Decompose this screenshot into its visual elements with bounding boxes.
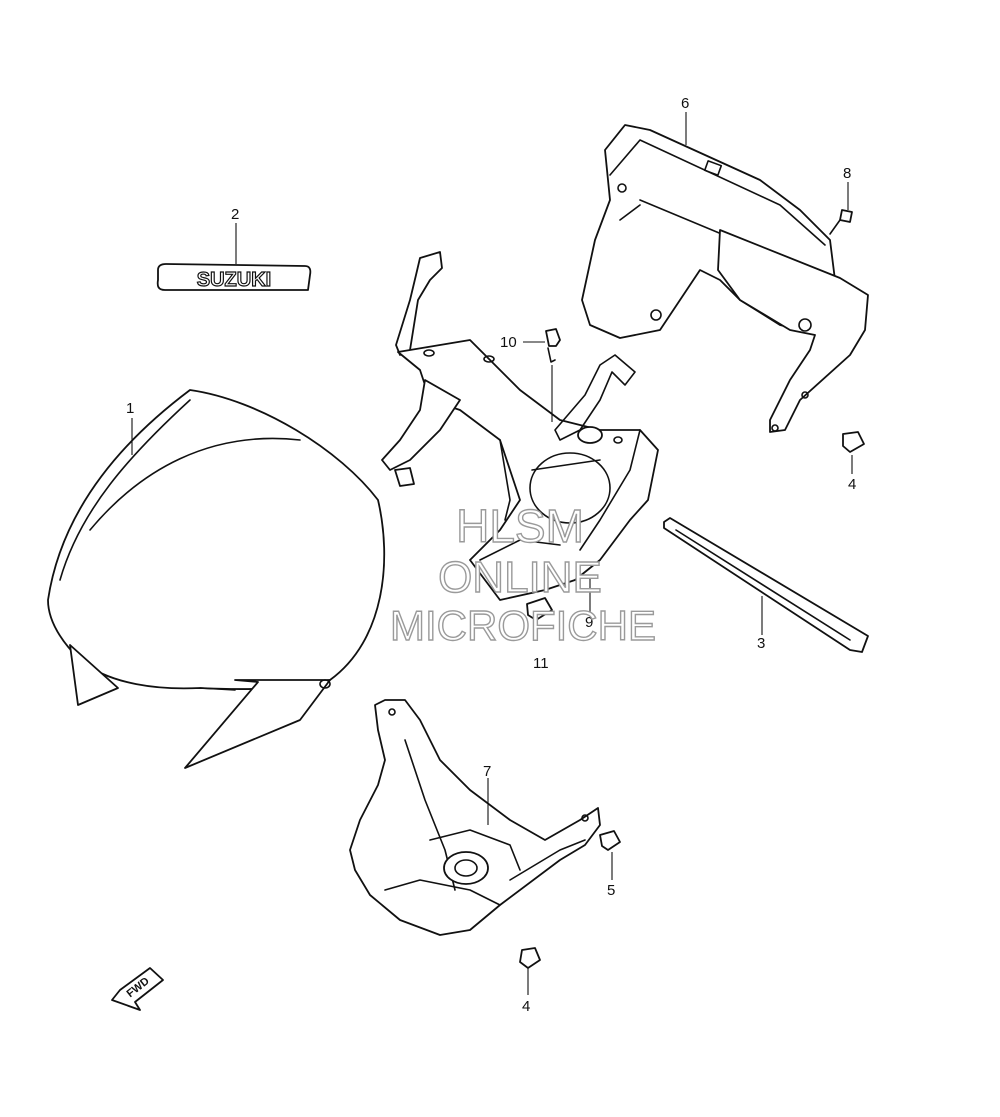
- meter-cover-part-6: [581, 124, 869, 433]
- screw-part-8: [829, 209, 853, 235]
- watermark-line-1: HLSM: [456, 500, 584, 552]
- callout-6: 6: [681, 95, 689, 112]
- fwd-arrow: FWD: [111, 967, 164, 1011]
- leader-lines: [131, 112, 853, 995]
- watermark: HLSM ONLINE MICROFICHE: [389, 499, 656, 649]
- callout-5: 5: [607, 882, 615, 899]
- callout-7: 7: [483, 763, 491, 780]
- screw-part-10: [545, 328, 561, 363]
- rivet-part-5: [599, 830, 621, 851]
- callout-9: 9: [585, 614, 593, 631]
- callout-10: 10: [500, 334, 517, 351]
- callout-2: 2: [231, 206, 239, 223]
- nut-part-4-lower: [519, 947, 541, 969]
- front-cowl-part-1: [47, 389, 386, 769]
- suzuki-emblem-part-2: SUZUKI: [156, 263, 312, 292]
- lower-cover-part-7: [349, 699, 601, 936]
- callout-11: 11: [533, 655, 549, 672]
- emblem-text: SUZUKI: [197, 269, 271, 291]
- seal-strip-part-3: [663, 517, 869, 653]
- watermark-line-3: MICROFICHE: [390, 602, 656, 649]
- callout-8: 8: [843, 165, 851, 182]
- callout-4-lower: 4: [522, 998, 530, 1015]
- callout-3: 3: [757, 635, 765, 652]
- bracket-part-9: [381, 251, 659, 621]
- callout-labels: 1 2 3 4 4 5 6 7 8 9 10 11: [126, 95, 856, 1015]
- watermark-line-2: ONLINE: [438, 553, 602, 602]
- callout-1: 1: [126, 400, 134, 417]
- callout-4-upper: 4: [848, 476, 856, 493]
- nut-part-4-upper: [842, 431, 865, 453]
